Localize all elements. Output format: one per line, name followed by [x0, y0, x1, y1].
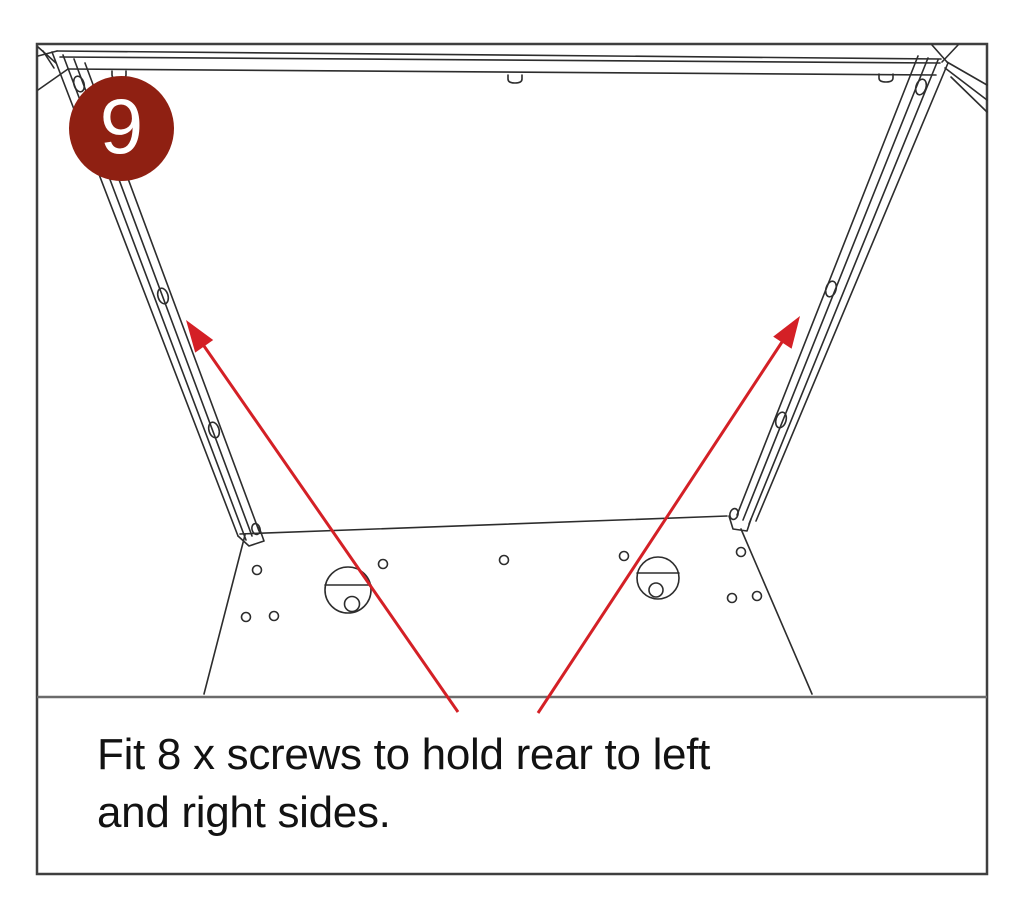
- rear-top-rail: [56, 50, 942, 84]
- screw-hole: [207, 421, 221, 439]
- left-arrow: [186, 320, 460, 713]
- pilot-hole: [498, 554, 510, 566]
- pilot-hole: [240, 611, 252, 623]
- right-arrow: [536, 316, 800, 714]
- screw-hole: [914, 78, 928, 96]
- top-right-corner-joint: [931, 44, 988, 113]
- left-cam-wheel: [324, 566, 372, 614]
- instruction-caption: Fit 8 x screws to hold rear to left and …: [97, 726, 957, 842]
- pilot-hole: [377, 558, 389, 570]
- screw-hole: [156, 287, 170, 305]
- pilot-hole: [618, 550, 630, 562]
- pilot-hole: [268, 610, 280, 622]
- pilot-hole: [251, 564, 263, 576]
- step-number: 9: [99, 81, 144, 170]
- left-arrowhead-icon: [186, 320, 214, 353]
- step-number-badge: 9: [69, 76, 174, 181]
- screw-hole: [774, 411, 788, 429]
- right-cam-wheel: [636, 556, 680, 600]
- screw-hole: [824, 280, 838, 298]
- screw-hole: [251, 522, 261, 536]
- screw-hole: [72, 75, 86, 93]
- screw-hole: [729, 507, 739, 521]
- callout-arrows: [186, 316, 800, 714]
- instruction-text-line1: Fit 8 x screws to hold rear to left: [97, 730, 711, 779]
- base-panel: [203, 515, 813, 695]
- cabinet-line-art: [37, 44, 988, 695]
- right-arrowhead-icon: [773, 316, 800, 349]
- panel-frame: [35, 42, 989, 876]
- right-side-rail: [728, 55, 949, 532]
- pilot-hole: [726, 592, 738, 604]
- pilot-hole: [751, 590, 763, 602]
- pilot-hole: [735, 546, 747, 558]
- instruction-text-line2: and right sides.: [97, 788, 391, 837]
- top-left-corner-joint: [37, 46, 69, 91]
